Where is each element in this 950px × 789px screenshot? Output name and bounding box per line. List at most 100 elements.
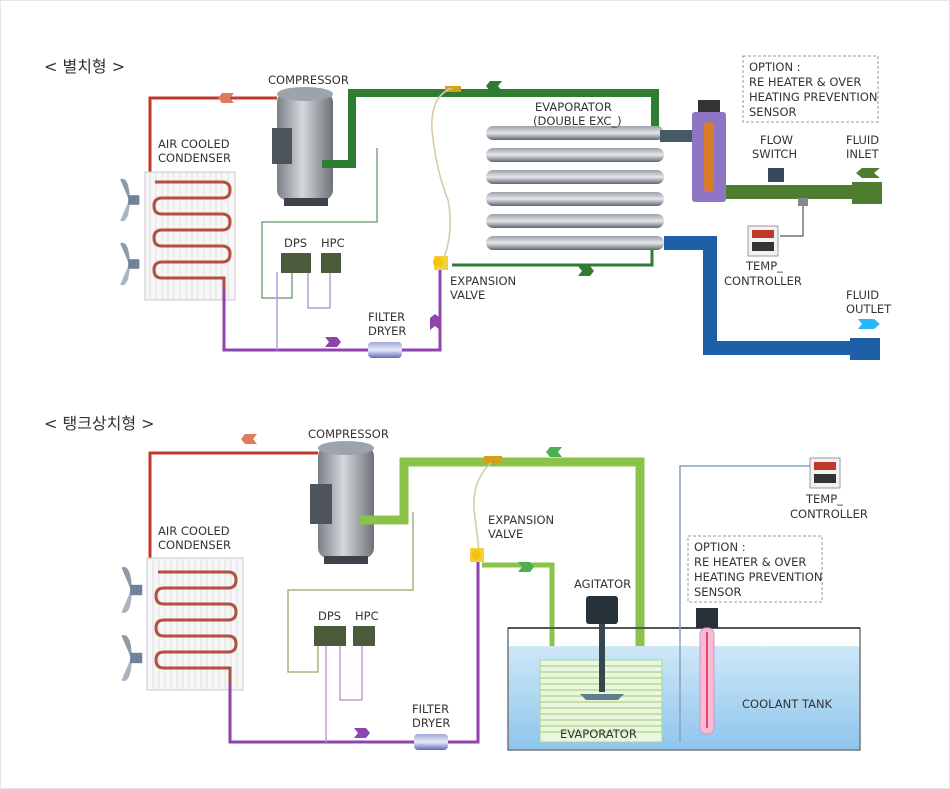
bottom-filter-label-2: DRYER <box>412 716 450 730</box>
top-option-2: RE HEATER & OVER <box>749 75 861 89</box>
top-expansion-label-1: EXPANSION <box>450 274 516 288</box>
bottom-flow-arrow-hot <box>241 434 257 444</box>
top-dps-label: DPS <box>284 236 307 250</box>
top-evaporator-label-2: (DOUBLE EXC_) <box>533 114 622 128</box>
top-temp-sensor <box>798 198 808 206</box>
top-flow-arrow-evap <box>578 266 594 276</box>
top-hot-gas-line <box>148 96 277 172</box>
top-heater-tank <box>660 100 726 202</box>
bottom-option-4: SENSOR <box>694 585 742 599</box>
top-filter-label-1: FILTER <box>368 310 405 324</box>
top-option-4: SENSOR <box>749 105 797 119</box>
bottom-pressure-line-2 <box>325 646 363 742</box>
bottom-capillary <box>473 462 492 561</box>
bottom-option-1: OPTION : <box>694 540 746 554</box>
bottom-dps-label: DPS <box>318 609 341 623</box>
top-fan-icon-1 <box>120 178 140 222</box>
top-pressure-line-1 <box>261 148 378 299</box>
bottom-condenser-label-2: CONDENSER <box>158 538 231 552</box>
bottom-hot-gas-line <box>148 451 318 562</box>
top-temp-controller <box>747 225 779 257</box>
top-hpc-switch <box>321 253 341 273</box>
top-capillary <box>431 87 453 259</box>
bottom-filter-label-1: FILTER <box>412 702 449 716</box>
top-condenser <box>144 171 236 301</box>
bottom-agitator-label: AGITATOR <box>574 577 631 591</box>
top-fan-icon-2 <box>120 242 140 286</box>
bottom-temp-label-2: CONTROLLER <box>790 507 868 521</box>
top-option-box <box>742 55 879 123</box>
top-compressor-label: COMPRESSOR <box>268 73 349 87</box>
bottom-temp-label-1: TEMP_ <box>805 492 843 506</box>
bottom-liquid-line <box>228 562 480 744</box>
top-condenser-label-2: CONDENSER <box>158 151 231 165</box>
bottom-suction-line <box>360 457 645 668</box>
top-temp-label-2: CONTROLLER <box>724 274 802 288</box>
top-compressor <box>272 87 333 206</box>
bottom-temp-controller <box>809 457 841 489</box>
bottom-option-3: HEATING PREVENTION <box>694 570 822 584</box>
bottom-fan-icon-2 <box>121 635 143 681</box>
top-fluid-outlet-label-1: FLUID <box>846 288 879 302</box>
bottom-condenser <box>146 557 244 691</box>
top-flow-switch <box>768 168 784 182</box>
bottom-agitator <box>580 596 624 700</box>
top-flow-arrow-hot <box>218 93 234 103</box>
top-sensor-bulb <box>445 86 461 92</box>
top-flow-switch-label-2: SWITCH <box>752 147 797 161</box>
bottom-flow-arrow-liquid <box>354 728 370 738</box>
top-flow-switch-label-1: FLOW <box>760 133 793 147</box>
top-option-1: OPTION : <box>749 60 801 74</box>
top-expansion-valve <box>433 256 448 270</box>
top-diagram: < 별치형 > AIR COOLED CONDENSER <box>44 55 892 360</box>
bottom-hpc-switch <box>353 626 375 646</box>
top-option-3: HEATING PREVENTION <box>749 90 877 104</box>
bottom-hpc-label: HPC <box>355 609 379 623</box>
top-inlet-arrow <box>856 168 880 178</box>
bottom-expansion-label-2: VALVE <box>488 527 523 541</box>
bottom-filter-dryer <box>414 734 448 750</box>
top-inlet-flange <box>852 182 882 204</box>
bottom-compressor-label: COMPRESSOR <box>308 427 389 441</box>
top-pressure-line-2 <box>276 272 331 350</box>
top-fluid-inlet-label-1: FLUID <box>846 133 879 147</box>
top-expansion-label-2: VALVE <box>450 288 485 302</box>
top-condenser-label-1: AIR COOLED <box>158 137 230 151</box>
top-flow-arrow-liquid <box>325 337 341 347</box>
top-fluid-outlet-pipe <box>664 236 860 355</box>
bottom-diagram: < 탱크상치형 > AIR COOLED CONDENSER <box>44 414 868 751</box>
bottom-expansion-valve <box>470 548 484 562</box>
top-temp-label-1: TEMP_ <box>745 259 783 273</box>
bottom-flow-arrow-suction <box>546 447 562 457</box>
bottom-option-box <box>687 535 823 603</box>
bottom-condenser-label-1: AIR COOLED <box>158 524 230 538</box>
bottom-coolant-tank-label: COOLANT TANK <box>742 697 833 711</box>
bottom-fan-icon-1 <box>121 567 143 613</box>
bottom-expansion-label-1: EXPANSION <box>488 513 554 527</box>
top-fluid-inlet-label-2: INLET <box>846 147 880 161</box>
top-flow-arrow-up <box>430 314 440 330</box>
top-flow-arrow-suction <box>486 81 502 91</box>
top-dps-switch <box>281 253 311 273</box>
top-title: < 별치형 > <box>44 57 125 76</box>
bottom-compressor <box>310 441 374 564</box>
bottom-sensor-bulb <box>484 456 502 463</box>
bottom-evaporator-label: EVAPORATOR <box>560 727 637 741</box>
bottom-evaporator-coil <box>539 659 663 743</box>
bottom-pressure-line-1 <box>287 512 414 673</box>
top-hpc-label: HPC <box>321 236 345 250</box>
top-evaporator-label-1: EVAPORATOR <box>535 100 612 114</box>
top-outlet-flange <box>850 338 880 360</box>
bottom-dps-switch <box>314 626 346 646</box>
top-liquid-to-evap <box>452 250 654 267</box>
top-fluid-outlet-label-2: OUTLET <box>846 302 892 316</box>
top-suction-line <box>322 89 659 168</box>
bottom-liquid-to-evap <box>482 562 555 668</box>
top-filter-label-2: DRYER <box>368 324 406 338</box>
top-filter-dryer <box>368 342 402 358</box>
top-liquid-line <box>222 270 442 352</box>
top-outlet-arrow <box>858 319 880 329</box>
bottom-heater <box>696 608 718 735</box>
